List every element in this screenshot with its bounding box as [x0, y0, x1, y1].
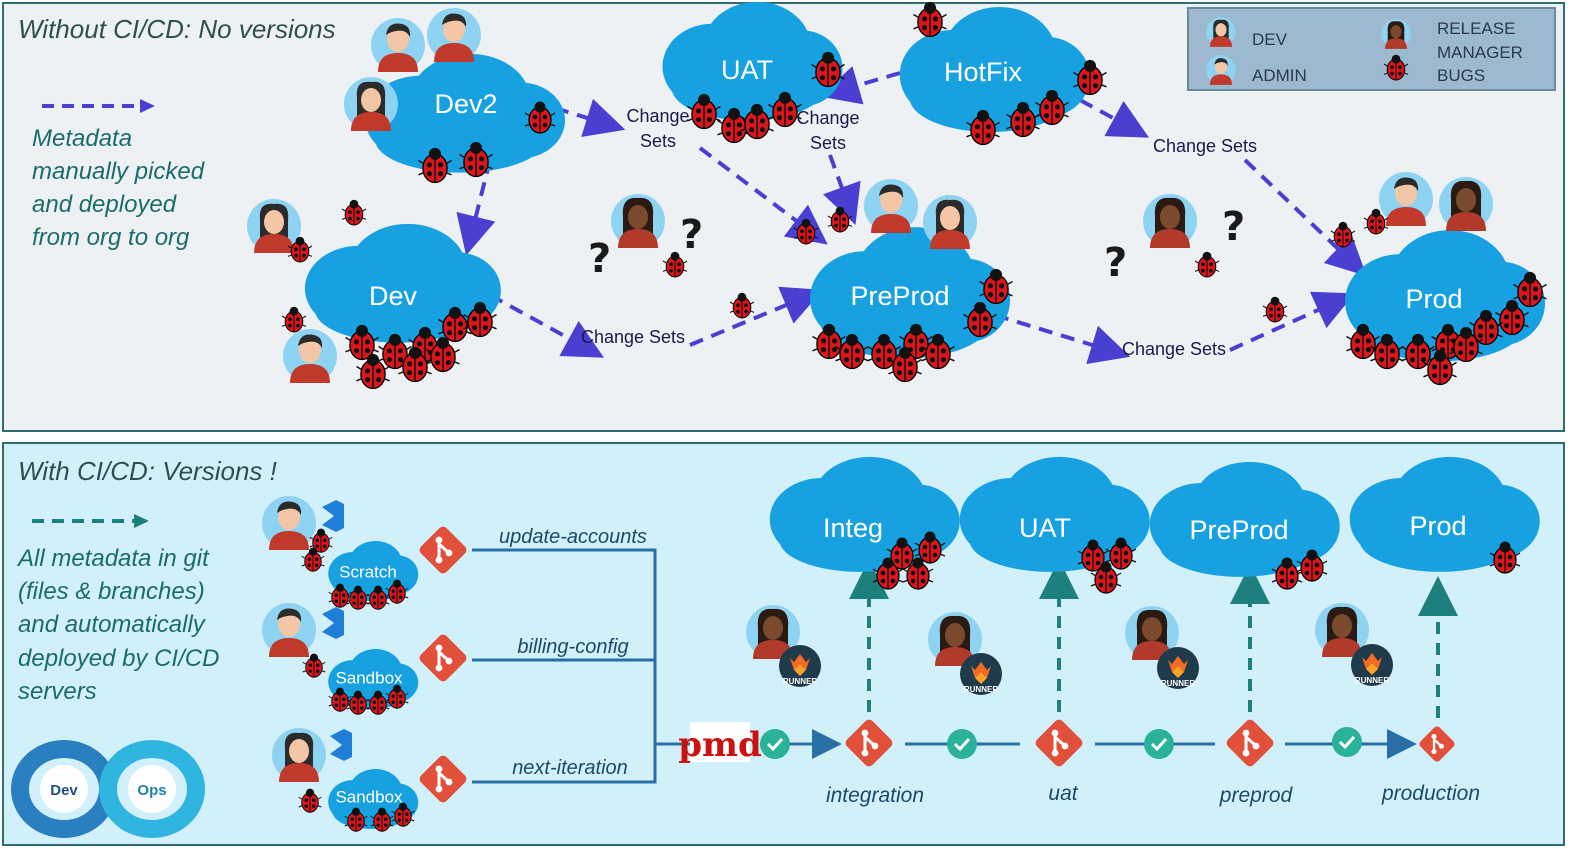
avatar-dev: [283, 329, 337, 383]
legend-release-manager-label: MANAGER: [1437, 43, 1523, 62]
arrow-dev2-uat: [554, 98, 626, 138]
bottom-legend-line-1: All metadata in git: [16, 545, 210, 572]
avatar-dev: [262, 603, 316, 657]
top-legend-line-3: and deployed: [32, 191, 177, 218]
bottom-legend-line-4: deployed by CI/CD: [18, 645, 219, 672]
legend-box: DEV ADMIN RELEASE MANAGER BUGS: [1187, 7, 1556, 91]
line-next-iteration: [472, 744, 657, 784]
pmd-logo: pmd: [678, 722, 762, 765]
legend-admin-label: ADMIN: [1252, 66, 1307, 85]
arrow-hotfix-changesets: [1079, 98, 1150, 138]
branch-label-billing-config: billing-config: [517, 636, 628, 658]
arrow-uat-preprod: [698, 146, 828, 245]
top-legend-line-4: from org to org: [32, 224, 190, 251]
legend-bugs-label: BUGS: [1437, 66, 1485, 85]
cloud-label-preprod: PreProd: [850, 281, 949, 311]
env-branch-uat: uat: [1048, 782, 1078, 805]
env-label-uat: UAT: [1019, 513, 1071, 543]
change-sets-label: Change Sets: [1153, 136, 1257, 156]
org-label-sandbox-2: Sandbox: [335, 787, 403, 806]
arrow-preprod-changesets: [994, 313, 1131, 365]
legend-dev-avatar-icon: [1206, 17, 1236, 47]
pipeline-check-icon: [1142, 727, 1176, 761]
arrow-dev-changesets: [489, 293, 605, 358]
line-update-accounts: [472, 548, 657, 744]
devops-dev-label: Dev: [50, 782, 78, 799]
cloud-label-hotfix: HotFix: [944, 57, 1023, 87]
pipeline-check-icon: [945, 727, 979, 761]
avatar-dev: [427, 8, 481, 62]
change-sets-label: Change Sets: [581, 327, 685, 347]
question-mark-icon: ?: [588, 236, 611, 282]
arrow-dev2-dev: [456, 159, 496, 256]
runner-label: RUNNER: [1355, 676, 1389, 685]
legend-dev-label: DEV: [1252, 30, 1288, 49]
env-label-preprod: PreProd: [1189, 515, 1288, 545]
env-label-integ: Integ: [823, 513, 883, 543]
question-mark-icon: ?: [1104, 240, 1127, 286]
avatar-release-manager: [1439, 177, 1493, 231]
org-label-sandbox-1: Sandbox: [335, 668, 403, 687]
env-branch-integration: integration: [826, 784, 924, 807]
change-sets-label: Sets: [640, 131, 676, 151]
legend-admin-avatar-icon: [1206, 55, 1236, 85]
cloud-label-uat: UAT: [721, 55, 773, 85]
top-panel-title: Without CI/CD: No versions: [18, 14, 336, 44]
svg-text:pmd: pmd: [678, 725, 762, 765]
runner-label: RUNNER: [1161, 679, 1195, 688]
top-panel: Without CI/CD: No versions Metadata manu…: [2, 1, 1565, 432]
bottom-legend-line-3: and automatically: [18, 611, 207, 638]
bottom-panel: With CI/CD: Versions ! All metadata in g…: [2, 442, 1565, 846]
avatar-admin: [344, 77, 398, 131]
avatar-dev: [864, 179, 918, 233]
change-sets-label: Change: [626, 106, 689, 126]
change-sets-label: Change: [796, 108, 859, 128]
devops-ops-label: Ops: [137, 782, 166, 799]
avatar-release-manager: [1143, 194, 1197, 248]
avatar-release-manager: [611, 194, 665, 248]
env-label-prod: Prod: [1409, 511, 1466, 541]
arrow-hotfix-uat: [819, 66, 901, 105]
vscode-icon: [322, 500, 352, 761]
pipeline-check-icon: [758, 727, 792, 761]
top-legend-line-1: Metadata: [32, 125, 132, 152]
branch-label-update-accounts: update-accounts: [499, 526, 647, 548]
avatar-dev: [1379, 172, 1433, 226]
runner-label: RUNNER: [964, 685, 998, 694]
legend-release-manager-label: RELEASE: [1437, 19, 1515, 38]
question-mark-icon: ?: [680, 212, 703, 258]
change-sets-label: Sets: [810, 133, 846, 153]
branch-label-next-iteration: next-iteration: [512, 757, 628, 779]
avatar-dev: [371, 18, 425, 72]
cloud-label-dev: Dev: [369, 281, 418, 311]
avatar-dev: [262, 496, 316, 550]
arrow-changesets-prod-2: [1229, 291, 1355, 352]
arrow-changesets-prod: [1243, 158, 1367, 277]
avatar-admin: [272, 728, 326, 782]
env-branch-production: production: [1381, 782, 1480, 805]
bottom-legend-line-2: (files & branches): [18, 578, 205, 605]
pipeline-check-icon: [1330, 725, 1364, 759]
question-mark-icon: ?: [1222, 204, 1245, 250]
legend-release-manager-icon: [1381, 19, 1411, 49]
env-branch-preprod: preprod: [1219, 784, 1294, 807]
arrow-uat-preprod-2: [823, 154, 861, 226]
devops-logo: Dev Ops: [11, 740, 205, 838]
bottom-panel-title: With CI/CD: Versions !: [18, 456, 277, 486]
top-legend-line-2: manually picked: [32, 158, 205, 185]
avatar-admin: [923, 195, 977, 249]
cloud-label-dev2: Dev2: [434, 89, 497, 119]
org-label-scratch: Scratch: [339, 562, 397, 581]
cloud-label-prod: Prod: [1405, 284, 1462, 314]
change-sets-label: Change Sets: [1122, 339, 1226, 359]
runner-label: RUNNER: [783, 677, 817, 686]
bottom-legend-line-5: servers: [18, 678, 97, 705]
